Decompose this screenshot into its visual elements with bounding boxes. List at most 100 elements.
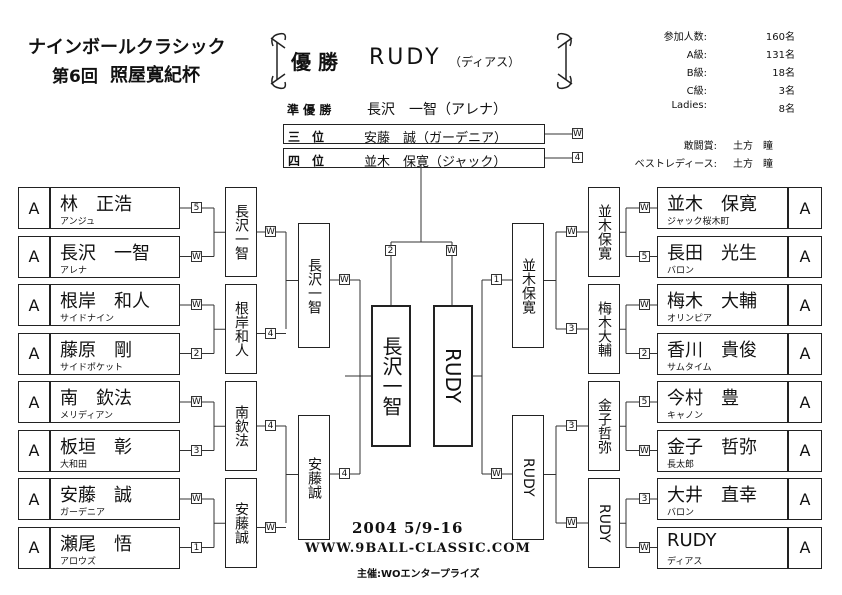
player-grade-box	[788, 332, 822, 375]
third-place-label: 三 位	[288, 130, 325, 144]
player-name: 瀬尾 悟	[60, 533, 132, 555]
player-grade: A	[799, 295, 811, 315]
tournament-cup: 照屋寛紀杯	[110, 65, 200, 86]
stat-label: 参加人数:	[663, 32, 707, 43]
player-grade-box	[18, 526, 50, 569]
player-grade: A	[28, 247, 40, 266]
player-name: 林 正浩	[60, 194, 132, 215]
final-right-score: W	[446, 245, 457, 256]
player-team: サイドナイン	[60, 314, 115, 324]
player-score: W	[639, 202, 650, 213]
player-team: オリンピア	[667, 314, 713, 324]
player-score: 3	[639, 493, 650, 504]
r2-player-box: 長沢一智	[225, 187, 257, 277]
player-name: 安藤 誠	[60, 485, 132, 506]
player-name: 根岸 和人	[60, 291, 150, 312]
fourth-place-label: 四 位	[288, 154, 325, 168]
player-box	[50, 332, 180, 375]
r2-player-box: 金子哲弥	[588, 381, 620, 471]
player-grade-box	[18, 235, 50, 278]
r2-player-box: 根岸和人	[225, 284, 257, 374]
player-score: 5	[191, 202, 202, 213]
player-box	[657, 526, 788, 569]
r2-score: 3	[566, 420, 577, 431]
r2-player-box: 梅木大輔	[588, 284, 620, 374]
r2-score: 4	[265, 327, 276, 339]
ornament-frame	[270, 32, 573, 90]
r3-player-box: RUDY	[512, 415, 544, 540]
player-team: メリディアン	[60, 411, 114, 421]
player-grade: A	[28, 344, 40, 363]
r2-score: 4	[265, 420, 276, 431]
r3-player-box: 安藤誠	[298, 415, 330, 540]
winner-name: RUDY	[369, 45, 442, 70]
player-box	[50, 381, 180, 423]
tournament-title: ナインボールクラシック	[28, 37, 226, 58]
player-grade: A	[799, 538, 811, 557]
r2-player-box: 安藤誠	[225, 478, 257, 568]
player-grade-box	[788, 284, 822, 326]
r2-score: W	[265, 226, 276, 237]
player-team: サムタイム	[667, 362, 712, 373]
player-box	[657, 381, 788, 423]
r2-score: W	[566, 226, 577, 237]
player-grade: A	[799, 344, 811, 363]
player-box	[50, 478, 180, 520]
player-name: 金子 哲弥	[667, 436, 757, 458]
winner-label: 優 勝	[291, 50, 338, 74]
player-grade: A	[28, 198, 40, 218]
player-box	[50, 235, 180, 278]
fourth-place-name: 並木 保寛（ジャック）	[364, 155, 507, 170]
player-team: バロン	[667, 265, 695, 276]
player-score: 3	[191, 444, 202, 456]
player-score: W	[191, 250, 202, 262]
player-name: 今村 豊	[667, 388, 739, 409]
winner-banner: 優 勝 RUDY （ディアス）	[265, 28, 578, 94]
player-score: W	[639, 444, 650, 456]
player-grade-box	[18, 187, 50, 229]
player-box	[50, 187, 180, 229]
player-grade: A	[799, 392, 811, 412]
player-team: サイドポケット	[60, 362, 124, 373]
player-team: ガーデニア	[60, 508, 106, 518]
player-grade: A	[799, 441, 811, 460]
runner-up-name: 長沢 一智（アレナ）	[367, 102, 507, 118]
final-left-player: 長沢一智	[371, 305, 411, 447]
player-grade: A	[28, 538, 40, 557]
player-team: 大和田	[60, 459, 88, 470]
r2-player-box: 南欽法	[225, 381, 257, 471]
player-name: 長田 光生	[667, 242, 757, 264]
player-team: バロン	[667, 508, 695, 518]
footer-dates: 2004 5/9-16	[352, 519, 464, 537]
stat-label: C級:	[686, 86, 707, 97]
award-label: ベストレディース:	[634, 159, 717, 170]
player-score: W	[639, 299, 650, 310]
player-name: 梅木 大輔	[667, 291, 757, 312]
player-grade-box	[788, 381, 822, 423]
stat-value: 18名	[772, 68, 795, 79]
player-name: 香川 貴俊	[667, 339, 757, 361]
r3-score: W	[339, 274, 350, 285]
r2-score: 3	[566, 323, 577, 334]
fourth-place-score: 4	[572, 152, 583, 163]
player-box	[657, 332, 788, 375]
stat-value: 131名	[765, 50, 795, 61]
runner-up-row: 準 優 勝 長沢 一智（アレナ）	[283, 98, 545, 120]
player-grade: A	[799, 489, 811, 509]
final-right-name: RUDY	[441, 348, 465, 404]
player-team: ジャック桜木町	[667, 217, 730, 227]
player-grade-box	[18, 284, 50, 326]
footer-sponsor: 主催:WOエンタープライズ	[357, 569, 480, 580]
player-name: 長沢 一智	[60, 242, 150, 264]
r3-score: W	[491, 468, 502, 479]
r2-player-box: RUDY	[588, 478, 620, 568]
stat-value: 160名	[765, 32, 795, 43]
footer-url[interactable]: WWW.9BALL-CLASSIC.COM	[305, 541, 531, 556]
fourth-place-row: 四 位 並木 保寛（ジャック）	[283, 148, 545, 170]
player-name: RUDY	[667, 529, 717, 551]
runner-up-label: 準 優 勝	[287, 103, 332, 117]
player-box	[657, 187, 788, 229]
player-name: 大井 直幸	[667, 485, 757, 506]
player-score: W	[191, 493, 202, 504]
